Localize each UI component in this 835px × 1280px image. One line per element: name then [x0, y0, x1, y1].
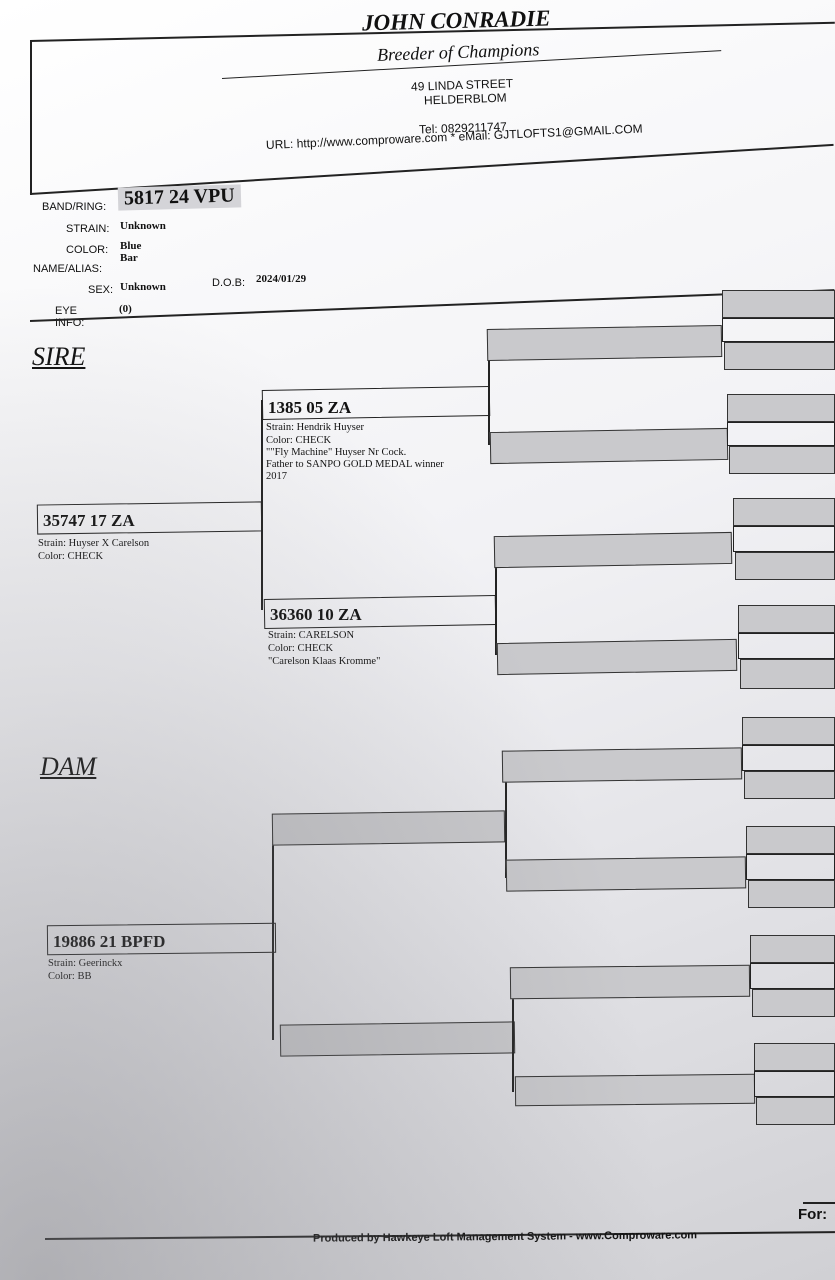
- sire-sire-line-1: Strain: Hendrik Huyser: [266, 422, 364, 433]
- color-value: Blue Bar: [120, 240, 142, 264]
- eye-info-value: (0): [119, 303, 132, 315]
- gen4-slot-18: [748, 880, 835, 908]
- address-line-2: HELDERBLOM: [423, 90, 507, 108]
- gen4-slot-20: [750, 963, 835, 989]
- sire-sire-ring: 1385 05 ZA: [268, 398, 352, 417]
- gen3-slot-4: [496, 638, 738, 676]
- sire-dam-ring: 36360 10 ZA: [270, 605, 362, 624]
- info-divider: [29, 289, 835, 322]
- dob-label: D.O.B:: [212, 277, 246, 289]
- sire-heading: SIRE: [32, 342, 86, 371]
- name-alias-label: NAME/ALIAS:: [33, 263, 103, 275]
- sire-dam-line-1: Strain: CARELSON: [268, 630, 355, 641]
- sire-sire-bracket: [488, 345, 490, 445]
- gen4-slot-21: [752, 989, 835, 1017]
- sire-color: Color: CHECK: [38, 551, 104, 562]
- color-label: COLOR:: [66, 244, 109, 256]
- for-line: [803, 1202, 835, 1204]
- dam-bracket: [272, 830, 274, 1040]
- eye-info-label: EYE INFO:: [55, 305, 85, 329]
- strain-value: Unknown: [120, 220, 166, 232]
- gen4-slot-13: [742, 717, 835, 745]
- gen4-slot-23: [754, 1071, 835, 1097]
- sire-bracket: [261, 400, 263, 610]
- dam-sire-bracket: [505, 768, 507, 878]
- sire-sire-line-5: 2017: [266, 471, 287, 482]
- gen4-slot-22: [754, 1043, 835, 1071]
- gen4-slot-11: [738, 633, 835, 659]
- gen4-slot-12: [740, 659, 835, 689]
- sex-value: Unknown: [120, 281, 166, 293]
- gen4-slot-5: [727, 422, 835, 446]
- gen4-slot-15: [744, 771, 835, 799]
- gen4-slot-17: [746, 854, 835, 880]
- gen3-slot-1: [486, 324, 723, 362]
- gen4-slot-19: [750, 935, 835, 963]
- footer-for-label: For:: [798, 1206, 828, 1223]
- sire-sire-line-2: Color: CHECK: [266, 435, 332, 446]
- gen4-slot-6: [729, 446, 835, 474]
- gen4-slot-24: [756, 1097, 835, 1125]
- gen4-slot-9: [735, 552, 835, 580]
- dam-sire-slot: [271, 810, 506, 846]
- header-left-border: [30, 40, 32, 195]
- dam-dam-bracket: [512, 982, 514, 1092]
- breeder-name: JOHN CONRADIE: [361, 5, 551, 36]
- gen4-slot-10: [738, 605, 835, 633]
- sex-label: SEX:: [88, 284, 114, 296]
- footer-produced-by: Produced by Hawkeye Loft Management Syst…: [312, 1229, 698, 1245]
- gen4-slot-8: [733, 526, 835, 552]
- gen4-slot-7: [733, 498, 835, 526]
- gen4-slot-1: [722, 290, 835, 318]
- gen4-slot-3: [724, 342, 835, 370]
- dam-dam-slot: [279, 1021, 516, 1057]
- dam-strain: Strain: Geerinckx: [48, 958, 123, 969]
- sire-sire-line-4: Father to SANPO GOLD MEDAL winner: [266, 459, 444, 470]
- sire-dam-bracket: [495, 550, 497, 655]
- gen4-slot-14: [742, 745, 835, 771]
- sire-dam-line-2: Color: CHECK: [268, 643, 334, 654]
- gen3-slot-6: [505, 856, 747, 892]
- sire-ring: 35747 17 ZA: [43, 511, 135, 530]
- sire-dam-line-3: "Carelson Klaas Kromme": [268, 656, 381, 667]
- band-label: BAND/RING:: [42, 201, 107, 213]
- dam-color: Color: BB: [48, 971, 92, 982]
- gen3-slot-5: [501, 747, 743, 783]
- strain-label: STRAIN:: [66, 223, 110, 235]
- band-value: 5817 24 VPU: [117, 184, 242, 211]
- sire-sire-line-3: ""Fly Machine" Huyser Nr Cock.: [266, 447, 407, 458]
- gen4-slot-2: [722, 318, 835, 342]
- gen4-slot-16: [746, 826, 835, 854]
- dob-value: 2024/01/29: [256, 273, 307, 285]
- gen4-slot-4: [727, 394, 835, 422]
- gen3-slot-2: [489, 427, 729, 465]
- gen3-slot-3: [493, 531, 733, 569]
- dam-heading: DAM: [40, 752, 97, 781]
- sire-strain: Strain: Huyser X Carelson: [38, 538, 150, 549]
- gen3-slot-8: [514, 1073, 756, 1107]
- dam-ring: 19886 21 BPFD: [53, 932, 166, 951]
- gen3-slot-7: [509, 964, 751, 1000]
